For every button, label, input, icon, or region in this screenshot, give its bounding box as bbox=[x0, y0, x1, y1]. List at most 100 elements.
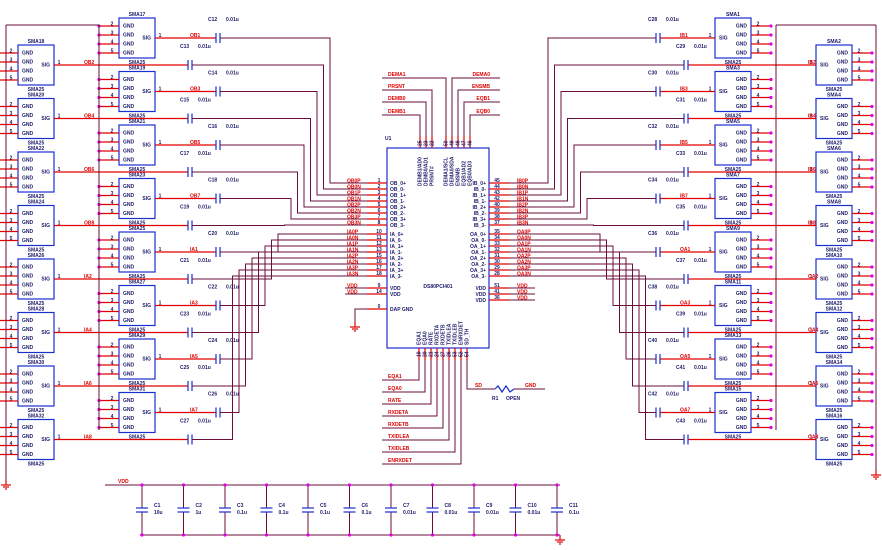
sma-footprint: SMA25 bbox=[129, 60, 146, 66]
sma-gnd-pin-label: GND bbox=[736, 33, 748, 39]
sma-gnd-pin-label: GND bbox=[736, 24, 748, 30]
ic-pin-number: 1 bbox=[378, 178, 381, 184]
junction-dot bbox=[306, 483, 310, 487]
decoupling-capacitor-icon bbox=[177, 507, 190, 513]
cap-value: 0.01u bbox=[198, 205, 211, 211]
sma-gnd-pin-label: GND bbox=[837, 158, 849, 164]
control-net-wire bbox=[382, 360, 456, 453]
ic-pin-name: DEMB0/AD1 bbox=[424, 157, 430, 186]
ic-pin-name: OB_0+ bbox=[390, 181, 406, 187]
net-label: OA8 bbox=[808, 435, 819, 441]
sma-pin-number: 2 bbox=[10, 370, 13, 376]
sma-pin-number: 4 bbox=[111, 414, 114, 420]
sma-gnd-pin-label: GND bbox=[837, 113, 849, 119]
sma-pin-number: 5 bbox=[10, 450, 13, 456]
cap-value: 0.01u bbox=[226, 17, 239, 23]
sma-ref: SMA27 bbox=[129, 280, 146, 286]
ic-pin-name: OA_2+ bbox=[470, 256, 486, 262]
sma-pin-number: 5 bbox=[757, 263, 760, 269]
sma-gnd-pin-label: GND bbox=[22, 381, 34, 387]
sma-gnd-pin-label: GND bbox=[736, 184, 748, 190]
net-label: IB1P bbox=[517, 191, 529, 197]
ic-pin-name: IB_3- bbox=[474, 223, 487, 229]
junction-dot bbox=[264, 533, 269, 537]
signal-route-wire bbox=[220, 91, 367, 196]
net-label: IA0N bbox=[347, 236, 359, 242]
sma-pin-number: 3 bbox=[757, 191, 760, 197]
sma-ref: SMA16 bbox=[826, 414, 843, 420]
sma-gnd-pin-label: GND bbox=[22, 372, 34, 378]
sma-pin-number: 3 bbox=[10, 218, 13, 224]
junction-dot bbox=[769, 309, 773, 314]
cap-ref: C5 bbox=[320, 503, 327, 509]
sma-pin-number: 4 bbox=[10, 120, 13, 126]
coupling-capacitor-icon bbox=[187, 327, 193, 338]
ic-pin-number: 21 bbox=[429, 351, 435, 357]
net-label: SD bbox=[475, 383, 482, 389]
ic-pin-name: VDD bbox=[475, 292, 486, 298]
sma-footprint: SMA25 bbox=[28, 408, 45, 414]
sma-gnd-pin-label: GND bbox=[123, 398, 135, 404]
sma-gnd-pin-label: GND bbox=[736, 238, 748, 244]
sma-pin-number: 3 bbox=[10, 379, 13, 385]
net-label: OA0N bbox=[517, 236, 531, 242]
ic-pin-name: OA_0+ bbox=[470, 232, 486, 238]
cap-value: 0.01u bbox=[445, 510, 458, 516]
sma-pin-number: 3 bbox=[111, 31, 114, 37]
ic-pin-name: EQB0/AD3 bbox=[468, 161, 474, 186]
net-label: VDD bbox=[118, 479, 129, 485]
junction-dot bbox=[769, 300, 773, 305]
net-label: IB2P bbox=[517, 203, 529, 209]
sma-pin-number: 3 bbox=[10, 165, 13, 171]
cap-value: 0.01u bbox=[198, 98, 211, 104]
ic-pin-name: IA_3- bbox=[390, 274, 403, 280]
sma-gnd-pin-label: GND bbox=[837, 131, 849, 137]
net-label: IA1N bbox=[347, 248, 359, 254]
sma-pin-number: 3 bbox=[858, 325, 861, 331]
sma-sig-pin-label: SIG bbox=[719, 196, 728, 202]
sma-gnd-pin-label: GND bbox=[123, 372, 135, 378]
ic-pin-name: ENSMB bbox=[456, 168, 462, 186]
sma-footprint: SMA25 bbox=[826, 462, 843, 468]
sma-sig-pin-label: SIG bbox=[142, 250, 151, 256]
net-label: OB0N bbox=[347, 185, 361, 191]
sma-gnd-pin-label: GND bbox=[123, 425, 135, 431]
sma-pin-number: 2 bbox=[757, 396, 760, 402]
sma-sig-pin-label: SIG bbox=[41, 63, 50, 69]
cap-ref: C17 bbox=[180, 151, 189, 157]
cap-ref: C25 bbox=[180, 365, 189, 371]
sma-pin-number: 2 bbox=[10, 49, 13, 55]
